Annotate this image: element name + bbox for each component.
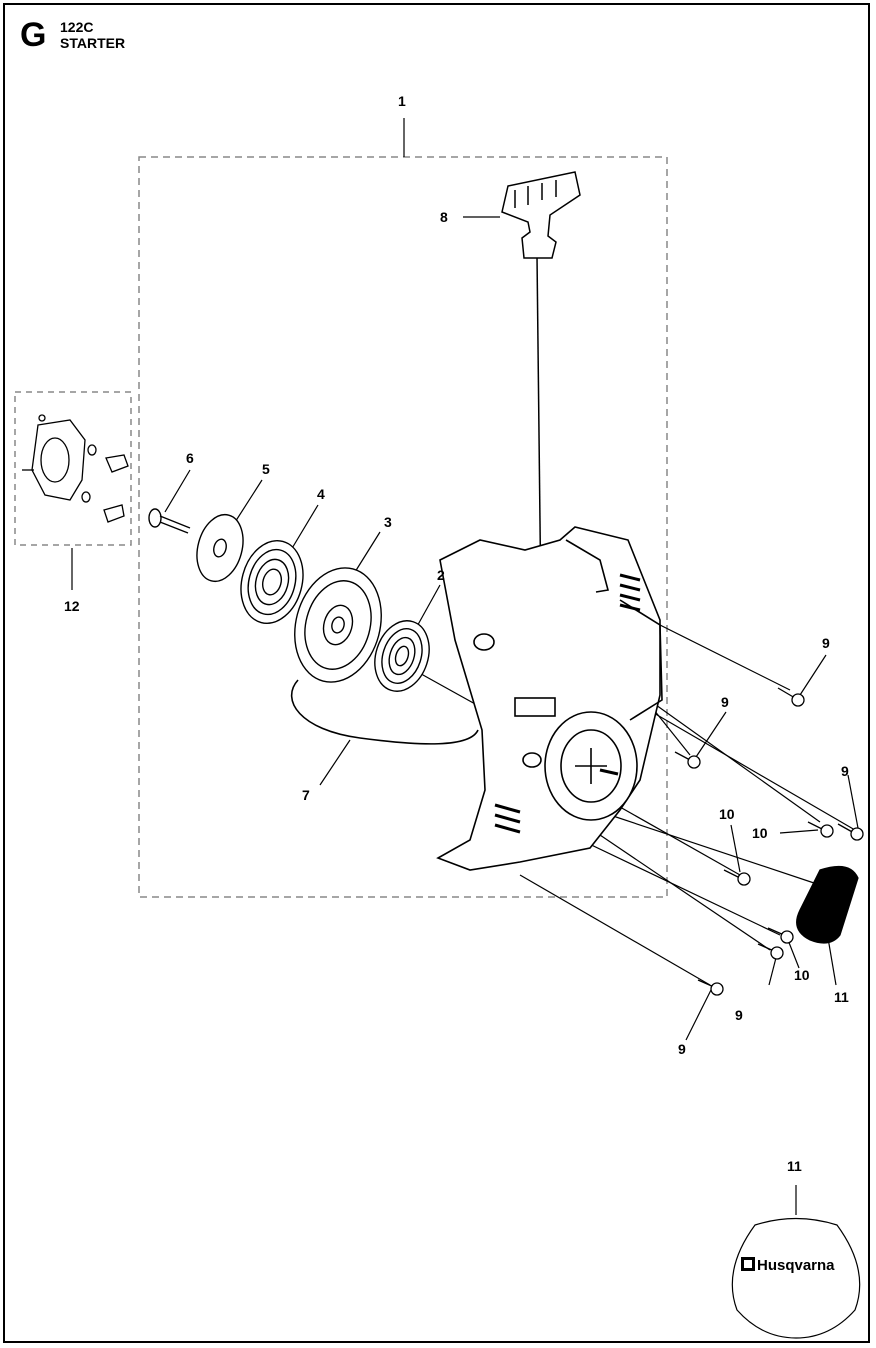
callout-6: 6: [186, 450, 194, 466]
screw-9-part: [757, 943, 784, 960]
callout-12: 12: [64, 598, 80, 614]
assembly-1-box: [138, 156, 668, 898]
callout-11: 11: [834, 989, 849, 1005]
decal-detail-oval: [731, 1217, 861, 1339]
callout-7: 7: [302, 787, 310, 803]
callout-4: 4: [317, 486, 325, 502]
pawl-kit-part: [22, 414, 129, 523]
screw-10-part: [807, 821, 834, 838]
callout-9: 9: [841, 763, 849, 779]
screw-9-part: [837, 823, 864, 841]
assembly-12-box: [14, 391, 132, 546]
starter-housing-part: [436, 526, 663, 871]
callout-10: 10: [752, 825, 768, 841]
husqvarna-logo-icon: Husqvarna: [741, 1257, 835, 1274]
screw-9-part: [697, 979, 724, 996]
page-border: [3, 3, 870, 1343]
diagram-title: STARTER: [60, 35, 126, 51]
recoil-spring-2-part: [374, 620, 430, 692]
screw-9-part: [777, 687, 805, 707]
recoil-spring-4-part: [240, 539, 304, 625]
washer-plate-part: [196, 513, 244, 583]
screws: [674, 687, 864, 996]
screw-9-part: [674, 751, 701, 769]
decal-brand-text: Husqvarna: [757, 1257, 835, 1274]
callout-9: 9: [678, 1041, 686, 1057]
screw-10-part: [723, 869, 751, 886]
callout-11: 11: [787, 1158, 802, 1174]
callout-3: 3: [384, 514, 392, 530]
rope-pulley-part: [294, 567, 382, 683]
callout-10: 10: [794, 967, 810, 983]
decal-11-part: [796, 865, 859, 944]
callout-10: 10: [719, 806, 735, 822]
rope-7-part: [290, 679, 479, 745]
section-letter: G: [20, 16, 47, 54]
starter-handle-part: [501, 171, 581, 259]
screw-10-part: [767, 927, 794, 944]
callout-9: 9: [721, 694, 729, 710]
callout-9: 9: [735, 1007, 743, 1023]
model-number: 122C: [60, 19, 94, 35]
callout-9: 9: [822, 635, 830, 651]
callout-2: 2: [437, 567, 445, 583]
center-screw-part: [148, 508, 191, 534]
callout-8: 8: [440, 209, 448, 225]
callout-1: 1: [398, 93, 406, 109]
callout-5: 5: [262, 461, 270, 477]
